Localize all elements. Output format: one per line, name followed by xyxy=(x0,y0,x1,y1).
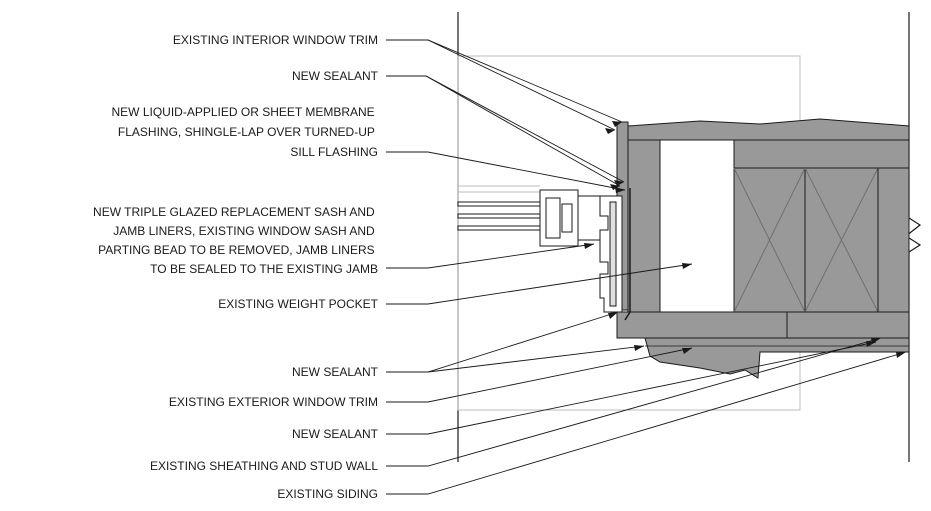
arrow-membrane xyxy=(615,187,625,193)
stud-right-cross xyxy=(804,167,879,313)
arrow-exterior-trim xyxy=(682,348,692,354)
leader-sash xyxy=(386,243,595,269)
leader-interior-trim-1 xyxy=(386,39,623,123)
arrow-interior-trim-2 xyxy=(605,128,615,134)
arrow-sash xyxy=(584,243,594,249)
leader-sealant-top-1 xyxy=(386,75,625,183)
label-weight-pocket: EXISTING WEIGHT POCKET xyxy=(218,297,378,311)
glass-pane-3 xyxy=(457,225,541,231)
jamb-board xyxy=(627,139,661,313)
jamb-liner-inner xyxy=(609,201,617,307)
leader-sealant-top-2 xyxy=(425,75,621,187)
leader-sealant-bottom xyxy=(386,341,877,435)
arrow-sealant-mid-2 xyxy=(634,345,644,351)
arrow-siding xyxy=(896,352,906,358)
label-sealant-mid: NEW SEALANT xyxy=(292,365,379,379)
leader-exterior-trim xyxy=(386,347,693,403)
stud-wall xyxy=(733,167,910,313)
glass-pane-2 xyxy=(457,213,541,219)
arrow-weight-pocket xyxy=(682,263,692,269)
label-sealant-top: NEW SEALANT xyxy=(292,69,379,83)
sill-right xyxy=(786,311,910,339)
upper-band xyxy=(733,139,910,169)
triple-glazing xyxy=(457,201,541,231)
label-exterior-trim: EXISTING EXTERIOR WINDOW TRIM xyxy=(169,395,378,409)
wall-end xyxy=(877,167,910,313)
leader-sealant-mid-2 xyxy=(427,345,645,373)
leader-sheathing xyxy=(386,337,882,467)
label-membrane: NEW LIQUID-APPLIED OR SHEET MEMBRANE FLA… xyxy=(112,105,379,159)
sash-stop xyxy=(561,203,573,233)
glass-pane-1 xyxy=(457,201,541,207)
arrow-sealant-top-1 xyxy=(614,180,624,186)
arrow-sheathing xyxy=(871,338,881,344)
leader-interior-trim-2 xyxy=(427,39,616,131)
weight-pocket-void xyxy=(659,139,735,313)
leader-membrane xyxy=(386,151,626,191)
label-sheathing: EXISTING SHEATHING AND STUD WALL xyxy=(150,459,378,473)
leader-lines xyxy=(386,39,907,495)
label-interior-trim: EXISTING INTERIOR WINDOW TRIM xyxy=(173,33,378,47)
sill-left xyxy=(616,311,788,339)
replacement-sash xyxy=(539,189,623,313)
arrow-sealant-mid-1 xyxy=(608,312,618,319)
callout-labels: EXISTING INTERIOR WINDOW TRIM NEW SEALAN… xyxy=(93,33,379,501)
exterior-trim xyxy=(644,337,910,379)
leader-weight-pocket xyxy=(386,263,693,305)
sash-glazing-bead xyxy=(545,197,561,239)
stud-left-cross xyxy=(733,167,806,313)
arrowheads xyxy=(584,121,906,358)
label-sealant-bottom: NEW SEALANT xyxy=(292,427,379,441)
label-sash: NEW TRIPLE GLAZED REPLACEMENT SASH AND J… xyxy=(93,205,378,276)
membrane-line xyxy=(624,188,631,321)
arrow-interior-trim-1 xyxy=(612,121,622,127)
leader-siding xyxy=(386,351,907,495)
label-siding: EXISTING SIDING xyxy=(277,487,378,501)
